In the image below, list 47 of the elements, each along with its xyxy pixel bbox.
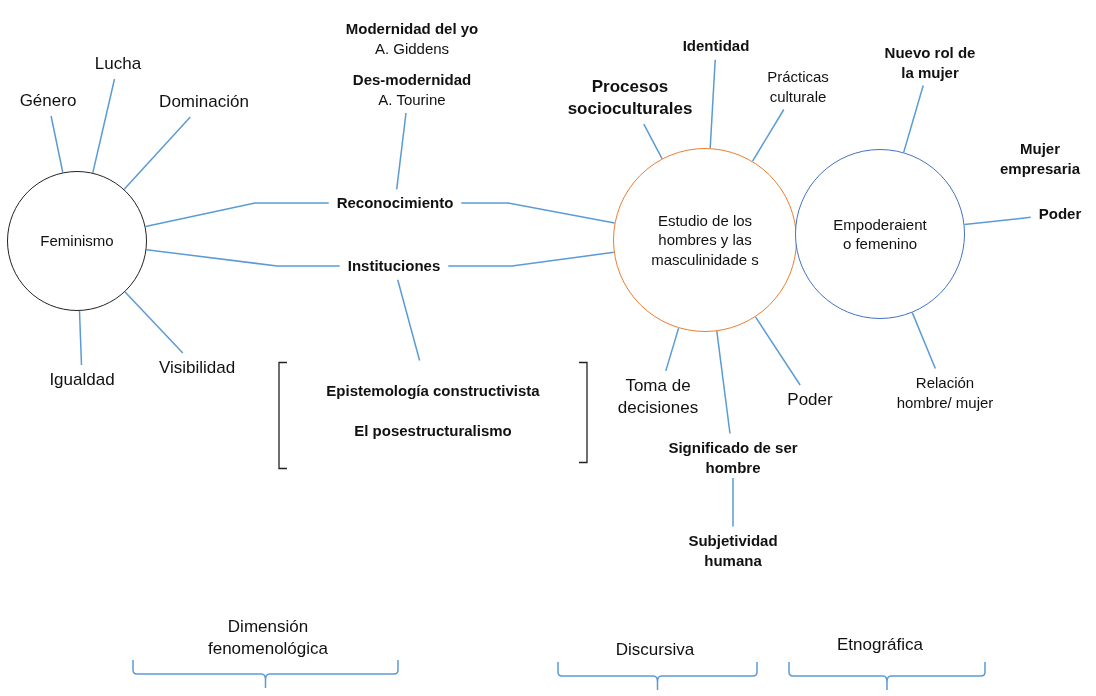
node-text: Género	[19, 89, 77, 112]
text-label: Etnográfica	[836, 633, 924, 656]
circle-label: Feminismo	[40, 231, 114, 251]
connector-line	[145, 248, 341, 267]
node-text: Igualdad	[49, 368, 115, 391]
text-label: Mujer empresaria	[998, 138, 1082, 178]
connector-line	[902, 84, 924, 154]
connector-line	[751, 108, 785, 162]
node-text: Identidad	[682, 36, 750, 56]
node-text: Procesos socioculturales	[566, 75, 694, 120]
node-text: Reconocimiento	[336, 193, 454, 213]
connector-line	[643, 123, 663, 160]
node-text: Subjetividad humana	[687, 530, 779, 570]
connector-line	[665, 327, 680, 372]
node-text: El posestructuralismo	[353, 420, 513, 440]
node-text: Significado de ser hombre	[667, 437, 799, 477]
connector-line	[447, 251, 615, 267]
connector-line	[963, 216, 1032, 226]
text-label: Discursiva	[614, 638, 696, 661]
node-text: Modernidad del yo	[344, 19, 480, 39]
connector-line	[396, 279, 421, 362]
connector-line	[732, 477, 734, 528]
node-text: Poder	[787, 388, 833, 411]
connector-line	[911, 311, 937, 370]
node-text: Poder	[1038, 204, 1082, 224]
node-text: Des-modernidad	[351, 70, 473, 90]
node-text: Prácticas culturale	[766, 66, 830, 106]
node-text: A. Giddens	[373, 38, 451, 58]
connector-line	[716, 330, 731, 435]
connector-line	[395, 112, 407, 191]
connector-line	[124, 291, 184, 354]
node-text: Instituciones	[347, 256, 441, 276]
node-text: Lucha	[94, 52, 142, 75]
connector-line	[123, 116, 192, 191]
node-text: Dominación	[159, 90, 249, 113]
node-text: Relación hombre/ mujer	[895, 372, 995, 412]
node-text: Nuevo rol de la mujer	[883, 42, 977, 82]
node-text: Epistemología constructivista	[325, 380, 541, 400]
node-text: Toma de decisiones	[616, 374, 700, 419]
node-text: A. Tourine	[377, 89, 447, 109]
connector-line	[78, 310, 83, 366]
node-text: Visibilidad	[158, 356, 236, 379]
circle-label: Empoderaient o femenino	[832, 214, 928, 254]
circle-label: Estudio de los hombres y las masculinidade s	[650, 210, 760, 270]
connector-line	[754, 316, 801, 386]
text-label: Dimensión fenomenológica	[207, 615, 329, 660]
connector-line	[709, 59, 716, 149]
